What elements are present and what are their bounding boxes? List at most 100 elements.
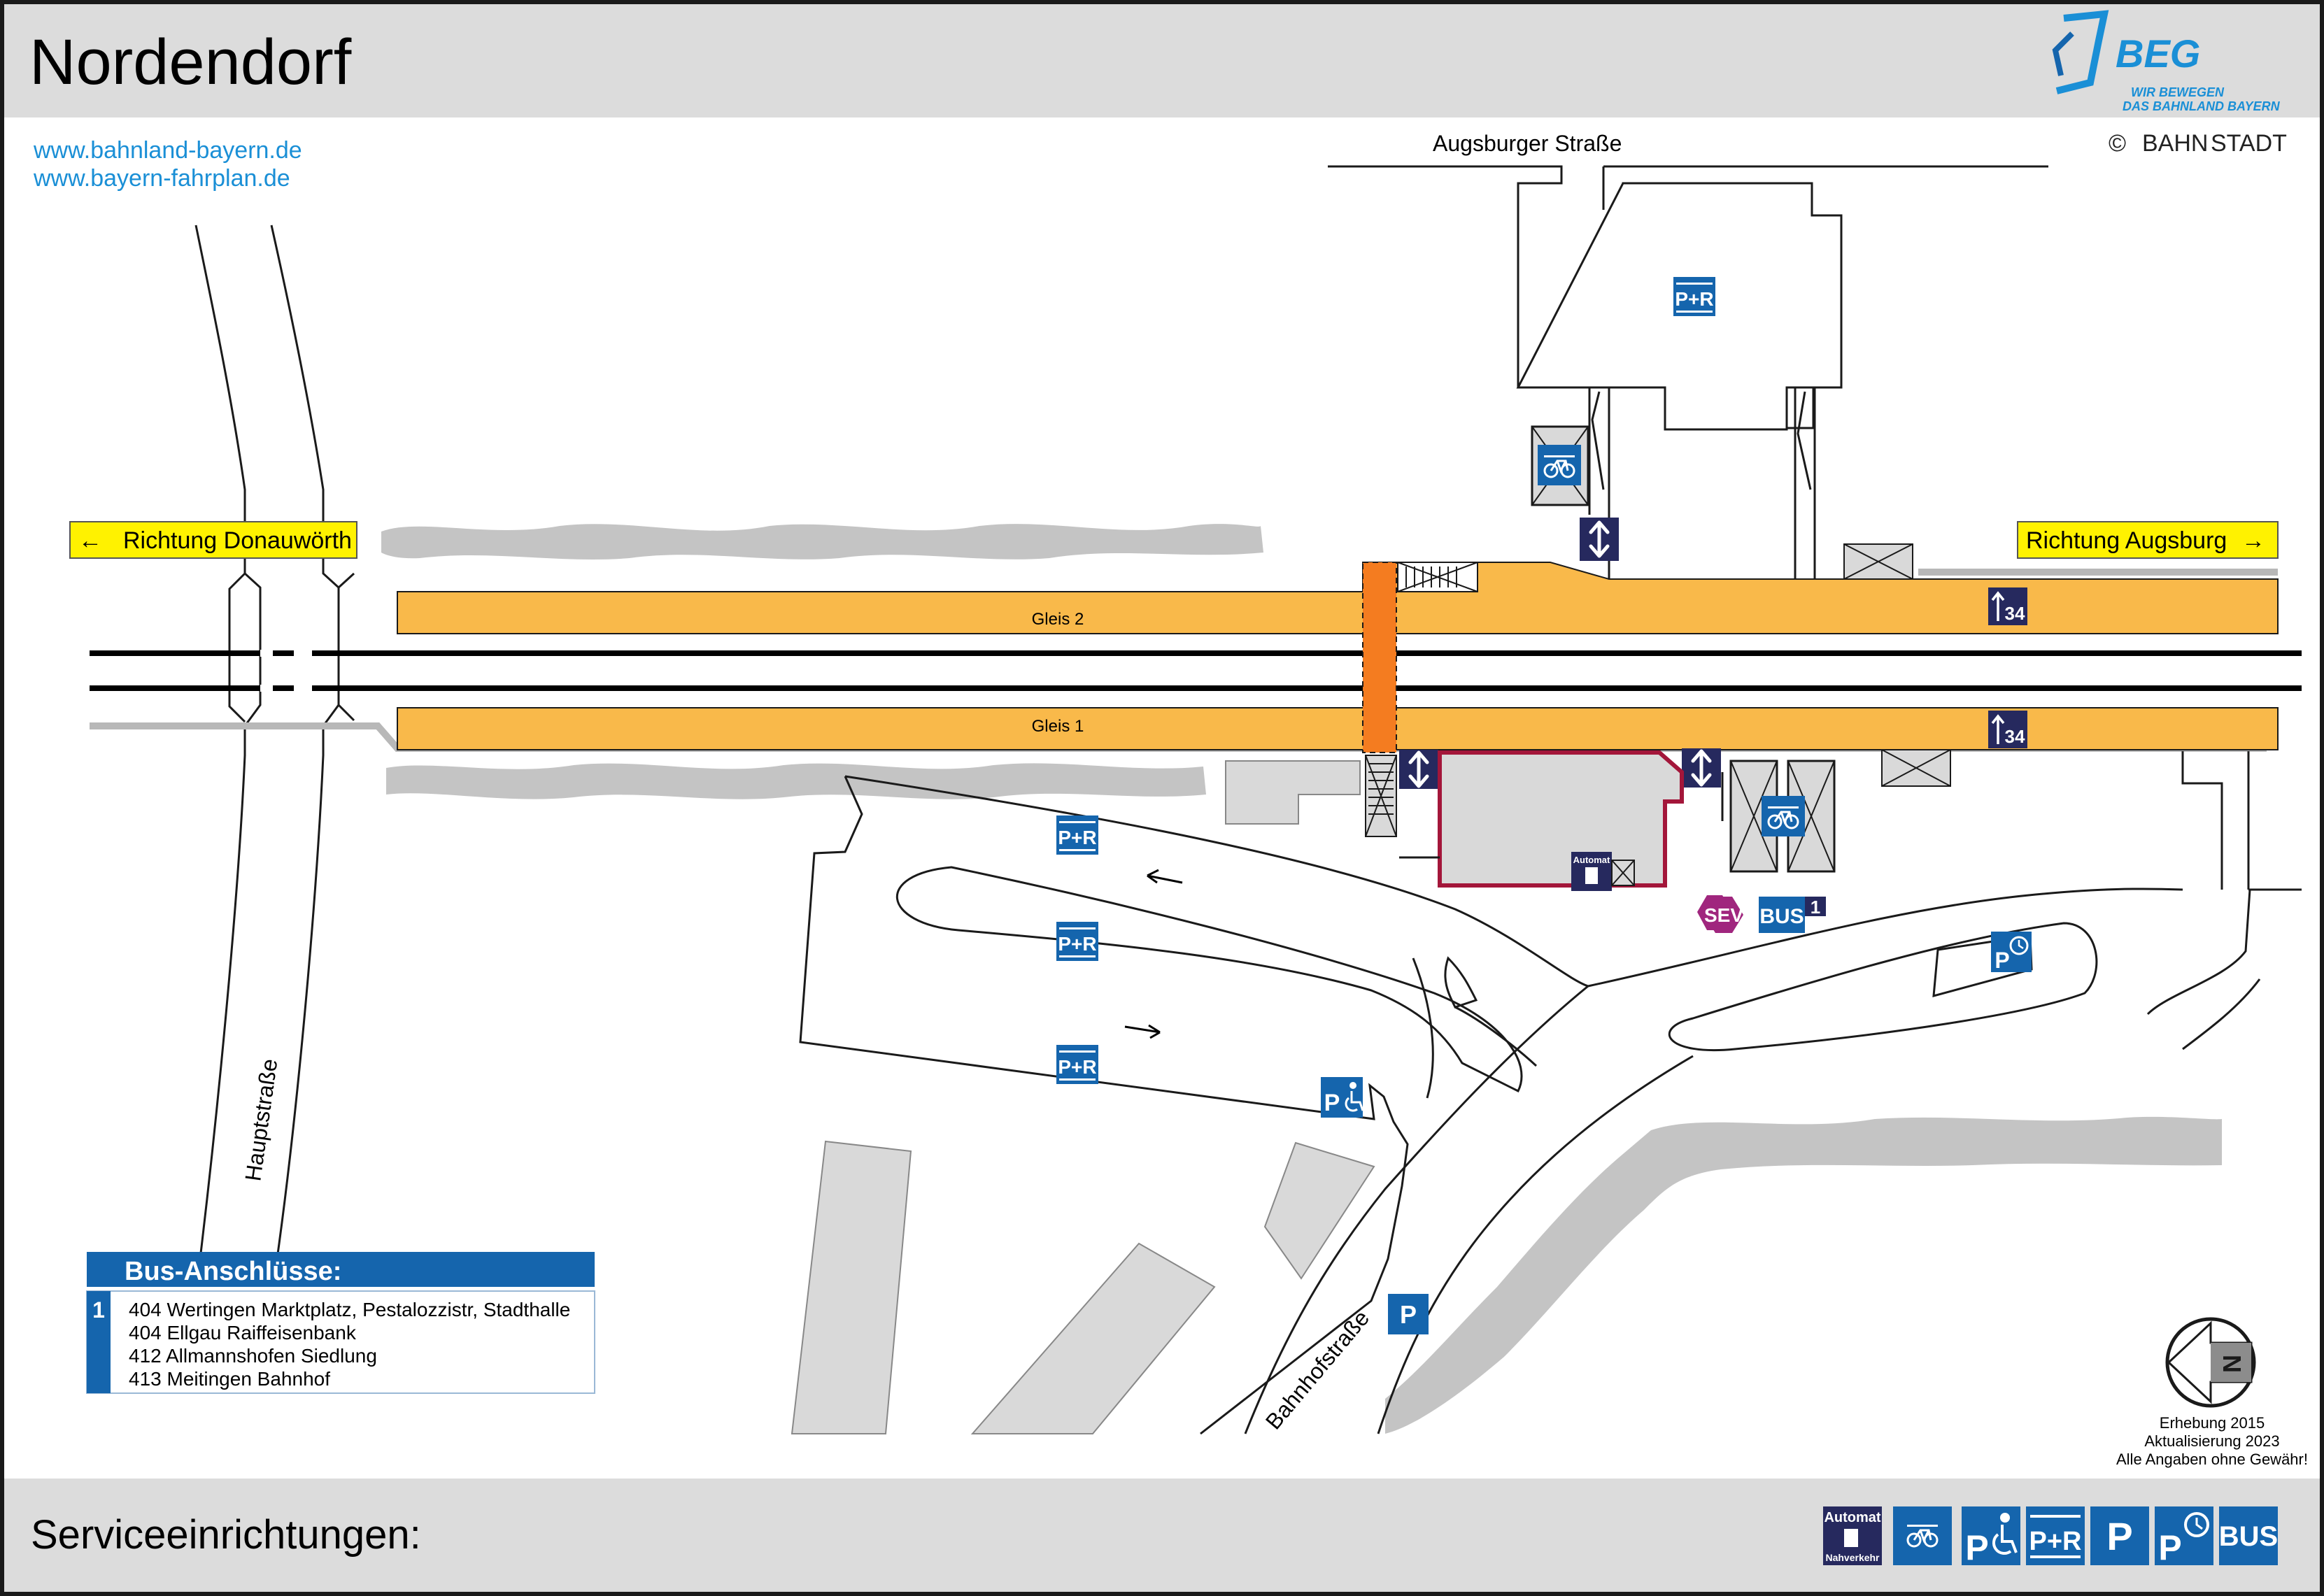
svg-text:P: P bbox=[1400, 1300, 1417, 1329]
url-fahrplan[interactable]: www.bayern-fahrplan.de bbox=[33, 165, 290, 192]
road-bridge-railings bbox=[228, 572, 355, 723]
park-ride-icon-south-2 bbox=[1056, 922, 1098, 961]
ticket-machine[interactable]: Automat bbox=[1571, 852, 1635, 891]
survey-year: Erhebung 2015 bbox=[2160, 1414, 2265, 1432]
ramp-icon-station-east bbox=[1682, 748, 1721, 788]
one-way-arrow-east bbox=[1124, 1024, 1161, 1039]
svg-text:Automat: Automat bbox=[1573, 855, 1610, 865]
pedestrian-underpass bbox=[1363, 562, 1396, 753]
accessible-parking-icon: P bbox=[1321, 1077, 1364, 1118]
svg-text:DAS BAHNLAND BAYERN: DAS BAHNLAND BAYERN bbox=[2123, 99, 2281, 113]
bus-connections-panel: Bus-Anschlüsse: 1 404 Wertingen Marktpla… bbox=[86, 1252, 595, 1394]
update-year: Aktualisierung 2023 bbox=[2144, 1432, 2279, 1450]
bike-shelter-north bbox=[1531, 425, 1589, 506]
street-label-augsburger: Augsburger Straße bbox=[1433, 131, 1622, 156]
bus-line-4: 413 Meitingen Bahnhof bbox=[129, 1368, 330, 1390]
svg-text:1: 1 bbox=[1811, 897, 1820, 918]
svg-text:P: P bbox=[1965, 1528, 1988, 1567]
bridge-gap-marks bbox=[260, 650, 312, 692]
sev-icon: SEV bbox=[1697, 895, 1743, 933]
disclaimer: Alle Angaben ohne Gewähr! bbox=[2116, 1451, 2308, 1468]
building-south-2 bbox=[970, 1242, 1216, 1434]
park-ride-icon-north bbox=[1673, 277, 1715, 316]
svg-text:P: P bbox=[1994, 948, 2009, 973]
bike-shelter-south bbox=[1729, 760, 1836, 873]
legend-icon-bike bbox=[1893, 1506, 1952, 1565]
bahnhofstrasse-edges bbox=[1244, 889, 2261, 1434]
legend-icon-accessible-parking: P bbox=[1962, 1506, 2020, 1567]
svg-text:P: P bbox=[2158, 1528, 2181, 1567]
svg-text:Richtung Augsburg: Richtung Augsburg bbox=[2026, 527, 2227, 554]
svg-text:BUS: BUS bbox=[2219, 1521, 2278, 1552]
svg-text:P+R: P+R bbox=[2029, 1527, 2082, 1556]
svg-text:P: P bbox=[1324, 1090, 1340, 1116]
one-way-arrow-west bbox=[1147, 869, 1183, 884]
svg-text:WIR BEWEGEN: WIR BEWEGEN bbox=[2131, 85, 2225, 99]
svg-text:SEV: SEV bbox=[1704, 904, 1743, 926]
east-end-paths bbox=[1721, 751, 2250, 890]
direction-label-west: ← Richtung Donauwörth bbox=[69, 521, 357, 559]
station-title: Nordendorf bbox=[29, 27, 352, 98]
platform-shelter-north bbox=[1843, 543, 1913, 580]
platform-shelter-south bbox=[1881, 749, 1951, 787]
legend-icon-parking: P bbox=[2090, 1506, 2149, 1565]
svg-text:BAHN: BAHN bbox=[2142, 130, 2208, 157]
park-ride-icon-south-1 bbox=[1056, 815, 1098, 855]
svg-text:Gleis 2: Gleis 2 bbox=[1032, 610, 1084, 629]
service-facilities-label: Serviceeinrichtungen: bbox=[31, 1512, 421, 1558]
bus-line-1: 404 Wertingen Marktplatz, Pestalozzistr,… bbox=[129, 1299, 570, 1320]
south-parking-outline bbox=[799, 776, 1409, 1435]
svg-text:BUS: BUS bbox=[1759, 905, 1804, 928]
bus-stop-icon: BUS 1 bbox=[1759, 897, 1826, 933]
bus-road-north-edge bbox=[844, 775, 2302, 988]
bus-panel-heading: Bus-Anschlüsse: bbox=[125, 1257, 341, 1286]
underpass-outline bbox=[1362, 562, 1397, 753]
bus-line-2: 404 Ellgau Raiffeisenbank bbox=[129, 1322, 357, 1344]
svg-text:Nahverkehr: Nahverkehr bbox=[1825, 1552, 1880, 1563]
ramp-icon-north bbox=[1580, 518, 1619, 561]
header-band bbox=[4, 4, 2320, 117]
station-building bbox=[1438, 750, 1684, 888]
north-access-paths bbox=[1588, 387, 1816, 579]
compass-north-arrow: N bbox=[2165, 1317, 2256, 1408]
hauptstrasse-east-edge bbox=[270, 225, 340, 1260]
svg-text:Gleis 1: Gleis 1 bbox=[1032, 717, 1084, 736]
svg-text:P: P bbox=[2106, 1514, 2132, 1558]
building-south-1 bbox=[791, 1140, 912, 1434]
bus-island-east bbox=[1668, 922, 2098, 1052]
platform-track-1: Gleis 1 bbox=[397, 707, 2279, 750]
junction-islands bbox=[1412, 956, 1538, 1099]
svg-text:STADT: STADT bbox=[2211, 130, 2287, 157]
beg-logo: BEG WIR BEWEGEN DAS BAHNLAND BAYERN bbox=[2052, 10, 2281, 113]
svg-text:←: ← bbox=[78, 527, 102, 554]
svg-text:Richtung Donauwörth: Richtung Donauwörth bbox=[123, 527, 352, 554]
stairs-north-underpass bbox=[1397, 562, 1478, 592]
park-ride-icon-south-3 bbox=[1056, 1045, 1098, 1084]
building-west-of-station bbox=[1225, 760, 1361, 825]
svg-text:→: → bbox=[2241, 527, 2265, 554]
short-term-parking-icon: P bbox=[1991, 932, 2032, 973]
platform-height-icon-track-1 bbox=[1987, 709, 2029, 750]
hedge-south bbox=[386, 763, 1206, 799]
hedge-east bbox=[1385, 1116, 2222, 1434]
ramp-icon-underpass-south bbox=[1399, 750, 1438, 789]
stairs-south-underpass bbox=[1365, 755, 1397, 837]
building-south-3 bbox=[1263, 1141, 1375, 1280]
legend-icon-park-ride: P+R bbox=[2026, 1506, 2085, 1565]
parking-island-inner bbox=[896, 866, 1523, 1093]
legend-icon-ticket-machine: Automat Nahverkehr bbox=[1823, 1506, 1882, 1565]
svg-text:©: © bbox=[2109, 130, 2126, 157]
url-bahnland[interactable]: www.bahnland-bayern.de bbox=[33, 137, 302, 164]
legend-icon-bus: BUS bbox=[2219, 1506, 2278, 1565]
hedge-north bbox=[381, 524, 1263, 560]
legend-icon-short-term-parking: P bbox=[2155, 1506, 2213, 1567]
bus-panel-stop-number: 1 bbox=[92, 1297, 105, 1323]
platform-height-icon-track-2 bbox=[1987, 586, 2029, 627]
svg-text:N: N bbox=[2218, 1355, 2246, 1373]
svg-text:BEG: BEG bbox=[2116, 31, 2200, 76]
copyright-bahnstadt: © BAHN STADT bbox=[2109, 130, 2287, 157]
svg-text:Automat: Automat bbox=[1824, 1510, 1880, 1525]
hauptstrasse-west-edge bbox=[194, 225, 262, 1260]
